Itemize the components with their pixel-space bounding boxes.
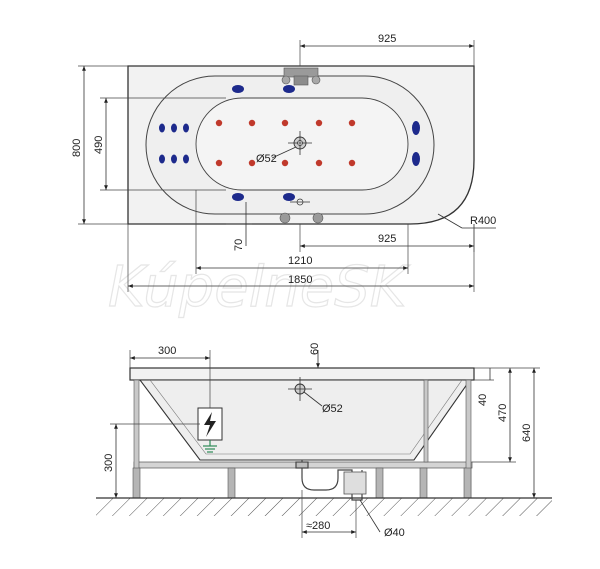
red-jet xyxy=(215,159,223,167)
blue-jet xyxy=(171,154,177,164)
top-view: Ø52 925 800 490 R400 70 925 xyxy=(71,33,496,292)
blue-jet xyxy=(183,123,189,133)
electric-box xyxy=(197,407,223,453)
support-leg xyxy=(227,467,236,499)
red-jet xyxy=(281,119,289,127)
support-leg xyxy=(419,467,428,499)
tub-inner-line xyxy=(149,379,463,455)
drain-siphon xyxy=(295,460,367,501)
support-leg xyxy=(132,467,141,499)
red-jet xyxy=(248,159,256,167)
dim-60: 60 xyxy=(309,343,321,355)
overflow-fitting-right xyxy=(312,212,324,224)
blue-jet xyxy=(412,152,420,166)
red-jet xyxy=(315,159,323,167)
blue-jet xyxy=(183,154,189,164)
drain-diameter-label: Ø52 xyxy=(256,153,277,165)
dim-300-top: 300 xyxy=(158,345,176,357)
dim-1210: 1210 xyxy=(288,255,312,267)
side-drain-diameter-label: Ø52 xyxy=(322,403,343,415)
blue-jet xyxy=(232,193,244,201)
dim-300-vertical: 300 xyxy=(103,454,115,472)
blue-jet xyxy=(171,123,177,133)
dim-280: ≈280 xyxy=(306,520,330,532)
red-jet xyxy=(281,159,289,167)
red-jets xyxy=(215,119,356,167)
blue-jet xyxy=(232,85,244,93)
red-jet xyxy=(215,119,223,127)
center-marker-circle xyxy=(296,198,304,206)
red-jet xyxy=(315,119,323,127)
dim-70: 70 xyxy=(233,239,245,251)
blue-jet xyxy=(159,123,165,133)
dim-d40: Ø40 xyxy=(384,527,405,539)
red-jet xyxy=(348,119,356,127)
overflow-fitting-left xyxy=(279,212,291,224)
blue-jets xyxy=(159,85,420,201)
blue-jet xyxy=(159,154,165,164)
drain-top xyxy=(271,131,312,159)
support-leg xyxy=(463,467,472,499)
drain-side xyxy=(288,377,323,407)
support-legs xyxy=(132,467,472,499)
d40-leader xyxy=(359,499,381,533)
blue-jet xyxy=(283,85,295,93)
lightning-bolt-icon xyxy=(204,412,216,437)
dim-490: 490 xyxy=(93,136,105,154)
dim-40: 40 xyxy=(477,394,489,406)
floor-hatch xyxy=(96,498,552,516)
dim-925-top: 925 xyxy=(378,33,396,45)
red-jet xyxy=(248,119,256,127)
tub-rim xyxy=(129,367,475,381)
dim-470: 470 xyxy=(497,404,509,422)
faucet-fitting xyxy=(281,67,321,86)
r400-leader xyxy=(437,213,463,229)
dim-640: 640 xyxy=(521,424,533,442)
side-view: Ø52 300 60 40 470 640 300 xyxy=(96,343,552,539)
dim-925-bottom: 925 xyxy=(378,233,396,245)
blue-jet xyxy=(283,193,295,201)
red-jet xyxy=(348,159,356,167)
earth-ground-icon xyxy=(203,440,217,453)
dim-r400: R400 xyxy=(470,215,496,227)
watermark-text: KúpelneSK xyxy=(108,255,411,320)
support-leg xyxy=(375,467,384,499)
dim-800: 800 xyxy=(71,139,83,157)
tub-body xyxy=(138,379,472,461)
blue-jet xyxy=(412,121,420,135)
dim-1850: 1850 xyxy=(288,274,312,286)
